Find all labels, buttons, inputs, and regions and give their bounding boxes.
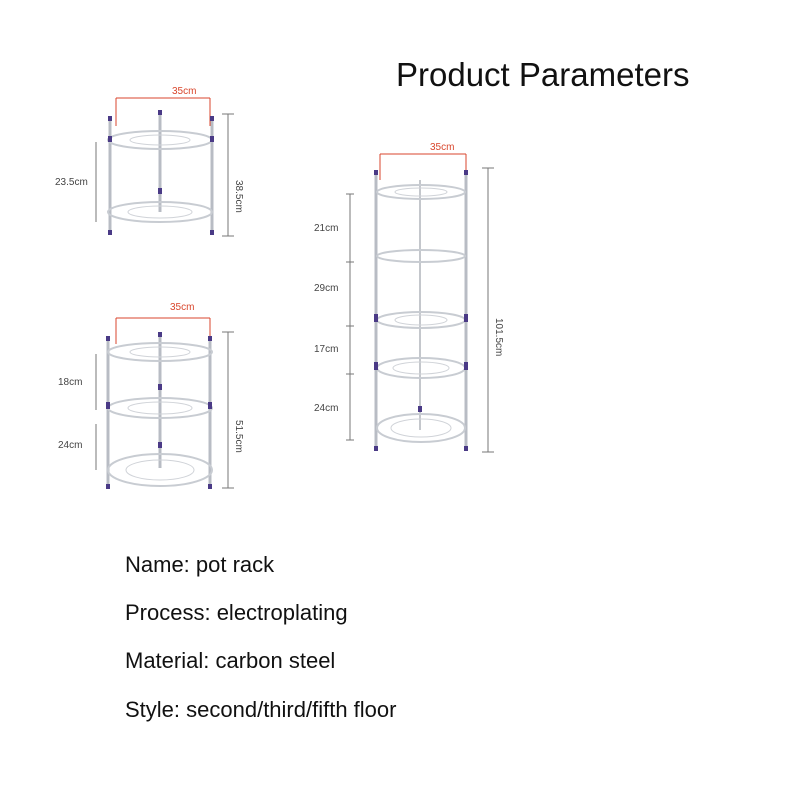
three-tier-width-label: 35cm <box>170 302 195 313</box>
spec-name: Name: pot rack <box>125 552 275 577</box>
five-tier-tier-label-1: 21cm <box>314 223 339 234</box>
two-tier-tier-label: 23.5cm <box>55 177 88 188</box>
five-tier-total-label: 101.5cm <box>493 318 504 357</box>
five-tier-tier-label-2: 29cm <box>314 283 339 294</box>
three-tier-tier-label-upper: 18cm <box>58 377 83 388</box>
three-tier-tier-label-lower: 24cm <box>58 440 83 451</box>
spec-process: Process: electroplating <box>125 600 348 625</box>
five-tier-width-label: 35cm <box>430 142 455 153</box>
page-title: Product Parameters <box>396 56 690 93</box>
five-tier-tier-label-4: 24cm <box>314 403 339 414</box>
two-tier-width-label: 35cm <box>172 86 197 97</box>
spec-style: Style: second/third/fifth floor <box>125 697 397 722</box>
spec-material: Material: carbon steel <box>125 648 336 673</box>
five-tier-tier-label-3: 17cm <box>314 344 339 355</box>
